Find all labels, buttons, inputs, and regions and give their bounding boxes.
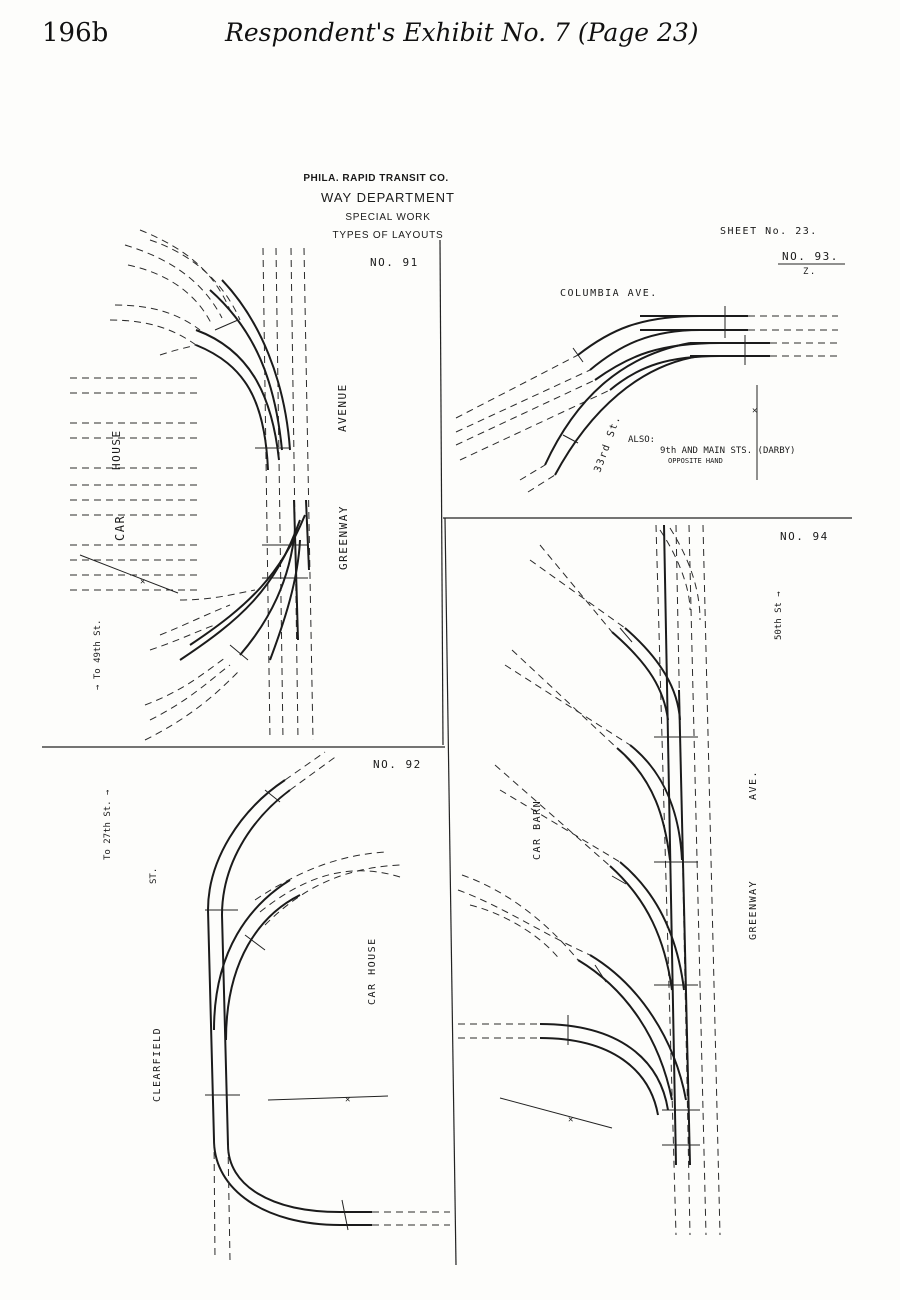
layout-91-street: GREENWAY — [337, 505, 350, 570]
divider-vertical-top — [439, 239, 444, 746]
svg-text:✕: ✕ — [752, 406, 757, 416]
types-of-layouts: TYPES OF LAYOUTS — [333, 230, 444, 241]
layout-no-93: NO. 93. Z. COLUMBIA AVE. — [455, 250, 845, 493]
sheet-number: SHEET No. 23. — [720, 226, 818, 237]
layout-94-street-suffix: AVE. — [748, 770, 759, 800]
company-name: PHILA. RAPID TRANSIT CO. — [303, 173, 448, 184]
layout-94-number: NO. 94 — [780, 530, 829, 543]
layout-94-car-barn: CAR BARN — [532, 800, 543, 860]
layout-93-sub: Z. — [803, 267, 817, 277]
layout-92-st: ST. — [149, 868, 159, 884]
layout-no-94: NO. 94 — [457, 524, 829, 1236]
layout-no-92: NO. 92 — [103, 751, 450, 1261]
layout-93-cross-street: 33rd St. — [592, 414, 623, 474]
layout-91-number: NO. 91 — [370, 256, 419, 269]
layout-no-91: NO. 91 — [70, 229, 419, 741]
page-number: 196b — [42, 18, 109, 48]
layout-92-street: CLEARFIELD — [152, 1027, 163, 1102]
layout-93-note-2: 9th AND MAIN STS. (DARBY) — [660, 446, 795, 456]
layout-93-note-3: OPPOSITE HAND — [668, 457, 723, 465]
layout-91-car: CAR — [113, 515, 127, 541]
layout-93-note-1: ALSO: — [628, 435, 655, 445]
layout-92-number: NO. 92 — [373, 758, 422, 771]
special-work: SPECIAL WORK — [345, 212, 430, 223]
layout-91-house: HOUSE — [110, 429, 123, 470]
layout-92-car-house: CAR HOUSE — [367, 937, 378, 1005]
layout-91-street-suffix: AVENUE — [336, 383, 349, 432]
layout-92-direction: To 27th St. → — [103, 789, 113, 860]
layout-93-number: NO. 93. — [782, 250, 839, 263]
divider-vertical-bottom — [444, 517, 457, 1266]
svg-text:✕: ✕ — [140, 577, 145, 587]
svg-text:✕: ✕ — [568, 1115, 573, 1125]
department-name: WAY DEPARTMENT — [321, 190, 455, 205]
svg-text:✕: ✕ — [345, 1095, 350, 1105]
layout-94-street: GREENWAY — [748, 880, 759, 940]
layout-94-direction: 50th St → — [774, 591, 784, 640]
layout-91-direction: → To 49th St. — [93, 620, 103, 690]
layout-93-street: COLUMBIA AVE. — [560, 288, 658, 299]
exhibit-title: Respondent's Exhibit No. 7 (Page 23) — [225, 18, 699, 47]
